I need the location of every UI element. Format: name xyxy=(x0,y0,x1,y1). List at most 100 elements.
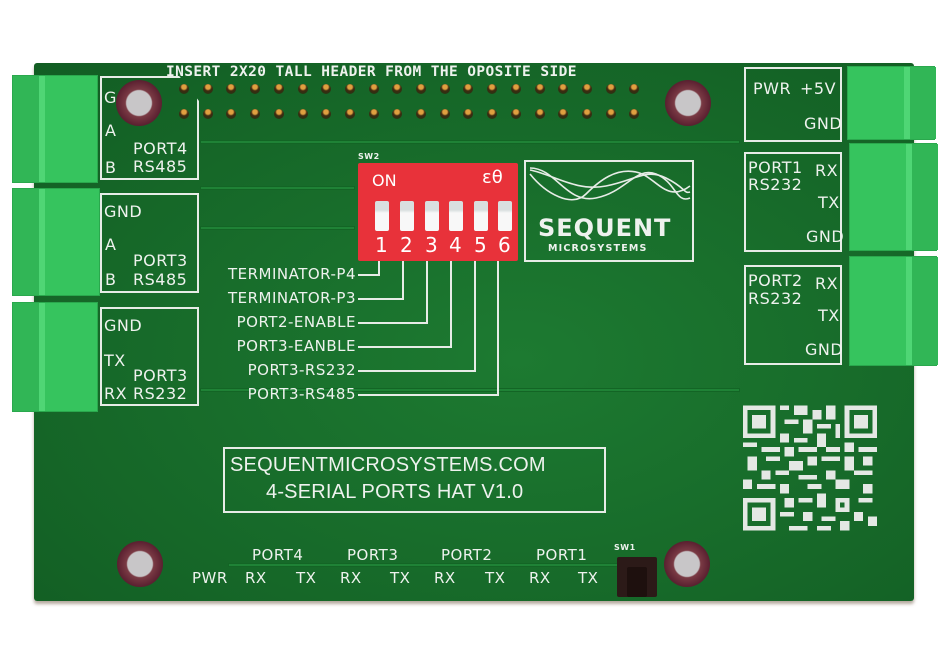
mounting-hole-top-right xyxy=(665,80,711,126)
header-pin xyxy=(439,84,450,94)
mounting-hole-bottom-left xyxy=(117,541,163,587)
header-pin xyxy=(416,84,426,94)
pcb-trace xyxy=(200,186,355,190)
dip-function-1: TERMINATOR-P4 xyxy=(227,265,356,283)
leader-line-6-v xyxy=(497,261,499,395)
dip-number-3: 3 xyxy=(425,233,438,257)
leader-line-5-h xyxy=(358,370,476,372)
header-pin xyxy=(250,84,261,94)
led-port4-tx: TX xyxy=(296,569,317,587)
dip-function-6: PORT3-RS485 xyxy=(247,385,356,403)
port3-rs232-pin-tx: TX xyxy=(104,351,126,370)
dip-brand-icon: εθ xyxy=(482,167,503,188)
wave-icon xyxy=(529,167,691,201)
qr-code xyxy=(743,405,877,531)
leader-line-4-v xyxy=(450,261,452,347)
header-pin xyxy=(581,84,592,94)
header-pin xyxy=(273,109,284,119)
terminal-block-port4-rs485[interactable] xyxy=(12,75,98,183)
dip-function-3: PORT2-ENABLE xyxy=(236,313,356,331)
power-box xyxy=(744,67,842,142)
header-pin xyxy=(392,84,403,94)
header-pin xyxy=(534,84,545,94)
header-pin xyxy=(179,109,189,119)
port4-rs485-box xyxy=(100,76,199,180)
leader-line-3-v xyxy=(426,261,428,323)
led-port4-title: PORT4 xyxy=(252,546,304,564)
port3-rs485-box xyxy=(100,193,199,293)
led-port4-rx: RX xyxy=(245,569,267,587)
header-pin xyxy=(368,109,379,119)
product-label: 4-SERIAL PORTS HAT V1.0 xyxy=(266,481,524,503)
push-button-sw1[interactable] xyxy=(617,557,657,597)
port3-rs485-title: PORT3 xyxy=(133,251,188,270)
port2-pin-gnd: GND xyxy=(805,340,844,359)
dip-function-4: PORT3-EANBLE xyxy=(236,337,356,355)
header-pin xyxy=(179,84,189,94)
dip-toggle-1[interactable] xyxy=(375,201,389,231)
header-pin xyxy=(202,109,213,119)
header-pin xyxy=(392,109,403,119)
pcb-trace xyxy=(200,388,740,392)
port3-rs232-box xyxy=(100,307,199,406)
header-pin xyxy=(463,109,474,119)
led-port3-tx: TX xyxy=(390,569,411,587)
led-port1-rx: RX xyxy=(529,569,551,587)
led-port3-title: PORT3 xyxy=(347,546,399,564)
header-pin xyxy=(273,84,284,94)
terminal-block-port3-rs232[interactable] xyxy=(12,302,98,412)
port3-rs485-pin-b: B xyxy=(105,270,117,289)
header-pin xyxy=(344,109,355,119)
port3-rs485-subtitle: RS485 xyxy=(133,270,188,289)
port1-pin-rx: RX xyxy=(815,161,839,180)
header-pin xyxy=(605,84,616,94)
dip-toggle-5[interactable] xyxy=(474,201,488,231)
port3-rs485-pin-a: A xyxy=(105,235,117,254)
port1-rs232-box xyxy=(744,152,842,252)
header-pin xyxy=(487,109,498,119)
led-port2-rx: RX xyxy=(434,569,456,587)
port3-rs232-subtitle: RS232 xyxy=(133,384,188,403)
port2-rs232-box xyxy=(744,265,842,365)
info-box xyxy=(223,447,606,513)
led-port3-rx: RX xyxy=(340,569,362,587)
port2-pin-tx: TX xyxy=(818,306,840,325)
header-pin xyxy=(344,84,355,94)
header-pin xyxy=(321,84,332,94)
pcb-trace xyxy=(200,140,740,144)
header-pin xyxy=(558,109,569,119)
header-pin xyxy=(250,109,261,119)
terminal-block-port2-rs232[interactable] xyxy=(849,256,938,366)
header-instruction-label: INSERT 2X20 TALL HEADER FROM THE OPOSITE… xyxy=(166,64,577,80)
port4-pin-b: B xyxy=(105,158,117,177)
header-pin xyxy=(581,109,592,119)
header-pin xyxy=(439,109,450,119)
dip-number-2: 2 xyxy=(400,233,413,257)
dip-toggle-6[interactable] xyxy=(498,201,512,231)
header-pin xyxy=(297,84,308,94)
button-cap xyxy=(627,567,647,597)
logo-sub: MICROSYSTEMS xyxy=(548,243,648,254)
port2-title: PORT2 xyxy=(748,271,803,290)
dip-on-label: ON xyxy=(372,171,397,190)
dip-number-1: 1 xyxy=(375,233,388,257)
mounting-hole-bottom-right xyxy=(664,541,710,587)
port1-subtitle: RS232 xyxy=(748,175,803,194)
sw1-designator: SW1 xyxy=(614,543,636,552)
led-pwr-label: PWR xyxy=(192,569,228,587)
dip-toggle-4[interactable] xyxy=(449,201,463,231)
terminal-block-power[interactable] xyxy=(847,66,936,140)
dip-function-2: TERMINATOR-P3 xyxy=(227,289,356,307)
dip-number-4: 4 xyxy=(449,233,462,257)
header-pin xyxy=(368,84,379,94)
dip-toggle-2[interactable] xyxy=(400,201,414,231)
pcb-trace xyxy=(200,226,355,230)
leader-line-1-h xyxy=(358,274,380,276)
leader-line-2-v xyxy=(402,261,404,299)
terminal-block-port3-rs485[interactable] xyxy=(12,188,100,296)
leader-line-2-h xyxy=(358,298,404,300)
dip-toggle-3[interactable] xyxy=(425,201,439,231)
header-pin xyxy=(534,109,545,119)
power-title: PWR xyxy=(753,79,792,98)
terminal-block-port1-rs232[interactable] xyxy=(849,143,938,251)
